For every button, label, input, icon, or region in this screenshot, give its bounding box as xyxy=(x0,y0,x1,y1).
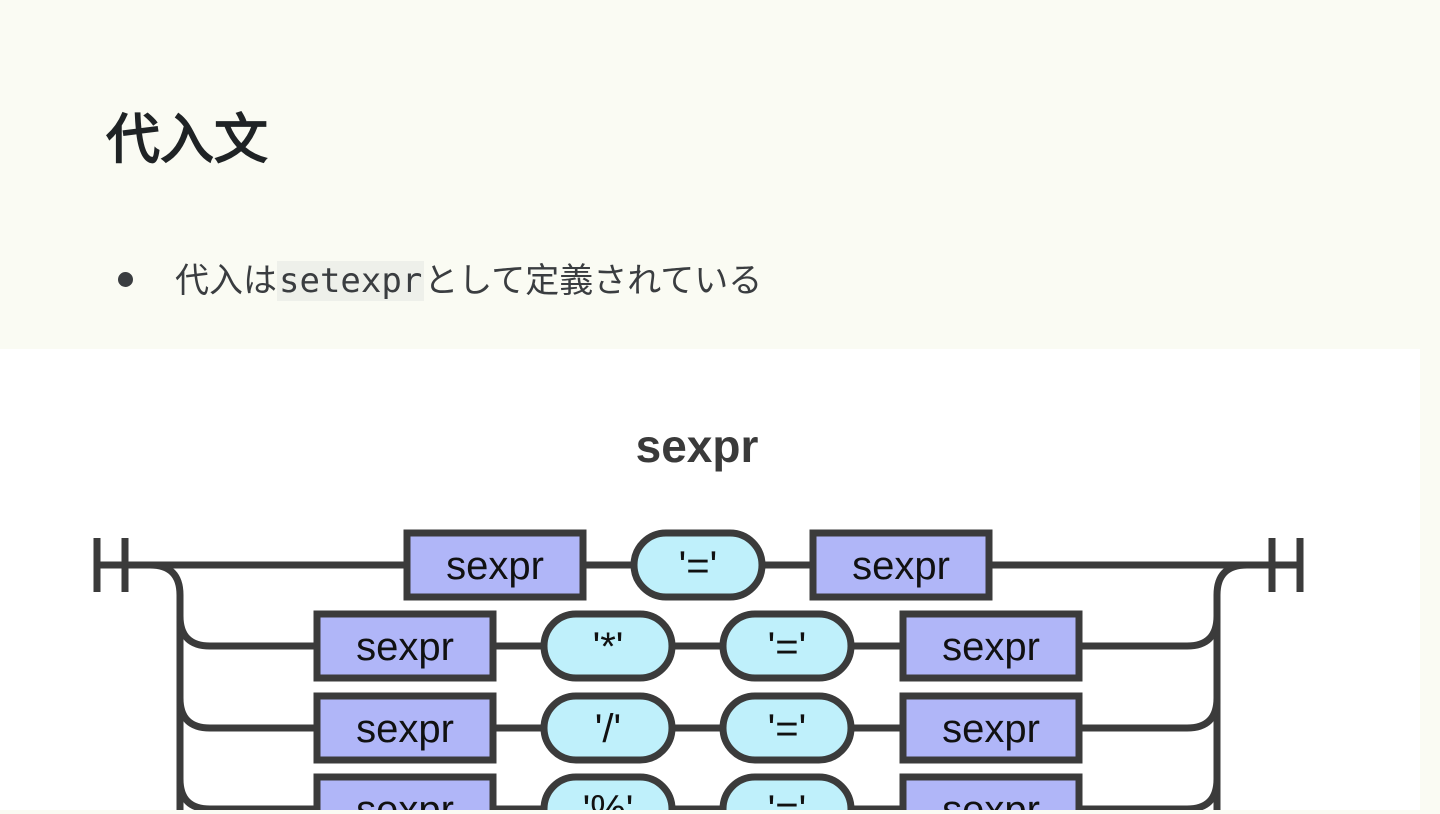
row-2-track-out xyxy=(1079,697,1221,732)
row-1-terminal-pill-1 xyxy=(540,610,676,682)
row-0-nonterminal-box-0 xyxy=(403,529,587,601)
left-branch-rail xyxy=(149,561,184,814)
row-0-label-1: '=' xyxy=(679,544,718,588)
bullet-dot-icon xyxy=(118,272,133,287)
row-1-track-out xyxy=(1079,615,1221,650)
row-3-terminal-pill-2 xyxy=(719,773,855,814)
bullet-text-after: として定義されている xyxy=(424,261,763,301)
row-0-nonterminal-box-2 xyxy=(809,529,993,601)
row-1-label-1: '*' xyxy=(593,625,624,669)
row-0-terminal-pill-1 xyxy=(630,529,766,601)
row-2-label-1: '/' xyxy=(595,707,621,751)
row-1-nonterminal-box-0 xyxy=(313,610,497,682)
row-3-nonterminal-box-3 xyxy=(899,773,1083,814)
row-3-label-3: sexpr xyxy=(942,788,1040,810)
row-2-track-in xyxy=(176,697,317,732)
slide-title: 代入文 xyxy=(106,108,268,171)
row-3-track-out xyxy=(1079,778,1221,813)
row-1-label-2: '=' xyxy=(768,625,807,669)
row-0-label-2: sexpr xyxy=(852,544,950,588)
row-0-label-0: sexpr xyxy=(446,544,544,588)
row-1-label-0: sexpr xyxy=(356,625,454,669)
row-1-terminal-pill-2 xyxy=(719,610,855,682)
bullet-text-before: 代入は xyxy=(175,261,277,301)
row-1-nonterminal-box-3 xyxy=(899,610,1083,682)
row-3-nonterminal-box-0 xyxy=(313,773,497,814)
row-2-terminal-pill-2 xyxy=(719,692,855,764)
row-3-label-1: '%' xyxy=(583,788,634,810)
diagram-title: sexpr xyxy=(636,420,759,472)
row-2-nonterminal-box-0 xyxy=(313,692,497,764)
row-2-nonterminal-box-3 xyxy=(899,692,1083,764)
row-2-terminal-pill-1 xyxy=(540,692,676,764)
railroad-diagram-panel: sexpr sexpr '=' sexpr sexpr '*' '=' sexpr sexpr '… xyxy=(0,349,1420,814)
row-3-track-in xyxy=(176,778,317,813)
row-2-label-0: sexpr xyxy=(356,707,454,751)
row-1-label-3: sexpr xyxy=(942,625,1040,669)
row-3-label-0: sexpr xyxy=(356,788,454,810)
bullet-item: 代入はsetexprとして定義されている xyxy=(118,258,762,306)
bullet-code-setexpr: setexpr xyxy=(277,261,425,301)
row-2-label-3: sexpr xyxy=(942,707,1040,751)
row-3-label-2: '=' xyxy=(768,788,807,810)
row-2-label-2: '=' xyxy=(768,707,807,751)
railroad-diagram: sexpr sexpr '=' sexpr sexpr '*' '=' sexpr sexpr '… xyxy=(93,420,1304,814)
right-branch-rail xyxy=(1213,561,1248,814)
row-1-track-in xyxy=(176,615,317,650)
row-3-terminal-pill-1 xyxy=(540,773,676,814)
